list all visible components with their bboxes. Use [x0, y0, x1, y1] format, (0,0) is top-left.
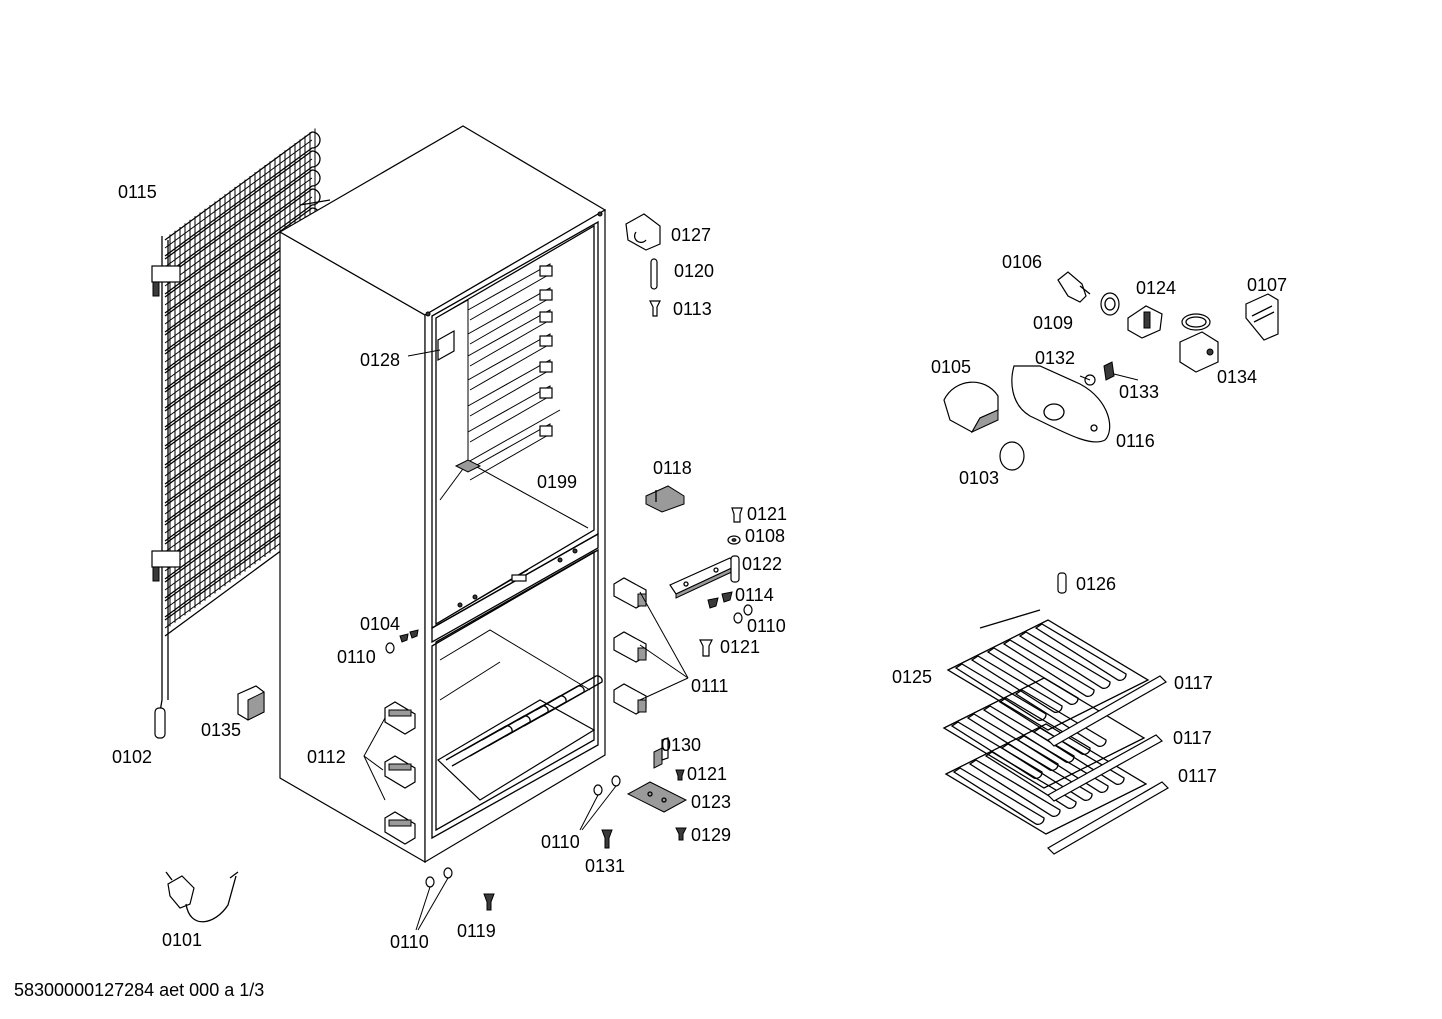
power-cord-0101[interactable]: [165, 871, 239, 923]
lamp-holder-0124[interactable]: [1127, 305, 1163, 339]
freezer-evaporator-floor: [437, 675, 603, 801]
label-0131: 0131: [585, 856, 625, 876]
label-0115: 0115: [118, 182, 157, 202]
label-0132: 0132: [1035, 348, 1075, 368]
label-0113: 0113: [673, 299, 712, 319]
label-0120: 0120: [674, 261, 714, 281]
label-0135: 0135: [201, 720, 241, 740]
label-0130: 0130: [661, 735, 701, 755]
label-0123: 0123: [691, 792, 731, 812]
label-0109: 0109: [1033, 313, 1073, 333]
label-0128: 0128: [360, 350, 400, 370]
spacer-0135[interactable]: [237, 685, 265, 721]
leader-lines: [407, 349, 1139, 381]
label-0112: 0112: [307, 747, 346, 767]
label-0104: 0104: [360, 614, 400, 634]
label-0117b: 0117: [1173, 728, 1212, 748]
label-0118: 0118: [653, 458, 692, 478]
label-0105: 0105: [931, 357, 971, 377]
label-0127: 0127: [671, 225, 711, 245]
door-bins-0112[interactable]: [363, 701, 416, 845]
label-0110d: 0110: [541, 832, 580, 852]
screw-0121b[interactable]: [699, 639, 713, 657]
screws-0104[interactable]: [399, 629, 419, 643]
hinge-pin-0120[interactable]: [650, 258, 658, 290]
label-0108: 0108: [745, 526, 785, 546]
thermostat-housing-0116[interactable]: [1011, 365, 1111, 443]
label-0110c: 0110: [390, 932, 429, 952]
caps-0110c[interactable]: [415, 867, 453, 931]
hinge-cap-0127[interactable]: [625, 213, 661, 251]
document-footer-code: 58300000127284 aet 000 a 1/3: [14, 980, 265, 1000]
switch-0133[interactable]: [1103, 361, 1115, 381]
label-0111: 0111: [691, 676, 728, 696]
caps-0110d[interactable]: [579, 775, 621, 831]
cabinet-body[interactable]: [278, 125, 607, 864]
cap-0110b[interactable]: [385, 642, 395, 654]
bracket-0130[interactable]: [653, 737, 669, 769]
knob-0103[interactable]: [999, 441, 1025, 471]
label-0124: 0124: [1136, 278, 1176, 298]
label-0121c: 0121: [687, 764, 727, 784]
lamp-0106[interactable]: [1057, 271, 1091, 303]
evaporator-shelves[interactable]: [942, 572, 1169, 855]
label-0134: 0134: [1217, 367, 1257, 387]
part-labels: 0115 0128 0199 0127 0120 0113 0118 0121 …: [112, 182, 1287, 952]
screw-0113[interactable]: [649, 300, 661, 317]
label-0106: 0106: [1002, 252, 1042, 272]
bracket-0118[interactable]: [645, 485, 685, 513]
lamp-cover-0105[interactable]: [943, 381, 999, 434]
washer-0108[interactable]: [727, 535, 741, 545]
label-0133: 0133: [1119, 382, 1159, 402]
thermostat-0134[interactable]: [1179, 313, 1219, 373]
screw-0121a[interactable]: [731, 507, 743, 523]
label-0117a: 0117: [1174, 673, 1213, 693]
screw-0129[interactable]: [675, 827, 687, 841]
label-0121a: 0121: [747, 504, 787, 524]
label-0126: 0126: [1076, 574, 1116, 594]
label-0122: 0122: [742, 554, 782, 574]
socket-ring-0109[interactable]: [1100, 292, 1120, 316]
label-0101: 0101: [162, 930, 202, 950]
label-0199: 0199: [537, 472, 577, 492]
door-bins-0111[interactable]: [613, 577, 689, 715]
label-0116: 0116: [1116, 431, 1155, 451]
label-0125: 0125: [892, 667, 932, 687]
screws-0114[interactable]: [707, 591, 733, 609]
screw-0121c[interactable]: [675, 769, 685, 781]
label-0110b: 0110: [337, 647, 376, 667]
label-0129: 0129: [691, 825, 731, 845]
label-0110a: 0110: [747, 616, 786, 636]
hinge-bracket-0122[interactable]: [669, 555, 740, 599]
caps-0110a[interactable]: [733, 604, 753, 624]
label-0117c: 0117: [1178, 766, 1217, 786]
hinge-plate-0123[interactable]: [626, 781, 688, 813]
label-0107: 0107: [1247, 275, 1287, 295]
bracket-0107[interactable]: [1245, 293, 1279, 341]
label-0121b: 0121: [720, 637, 760, 657]
label-0119: 0119: [457, 921, 496, 941]
screw-0131[interactable]: [601, 829, 613, 849]
label-0103: 0103: [959, 468, 999, 488]
screw-0119[interactable]: [483, 893, 495, 911]
label-0114: 0114: [735, 585, 774, 605]
label-0102: 0102: [112, 747, 152, 767]
